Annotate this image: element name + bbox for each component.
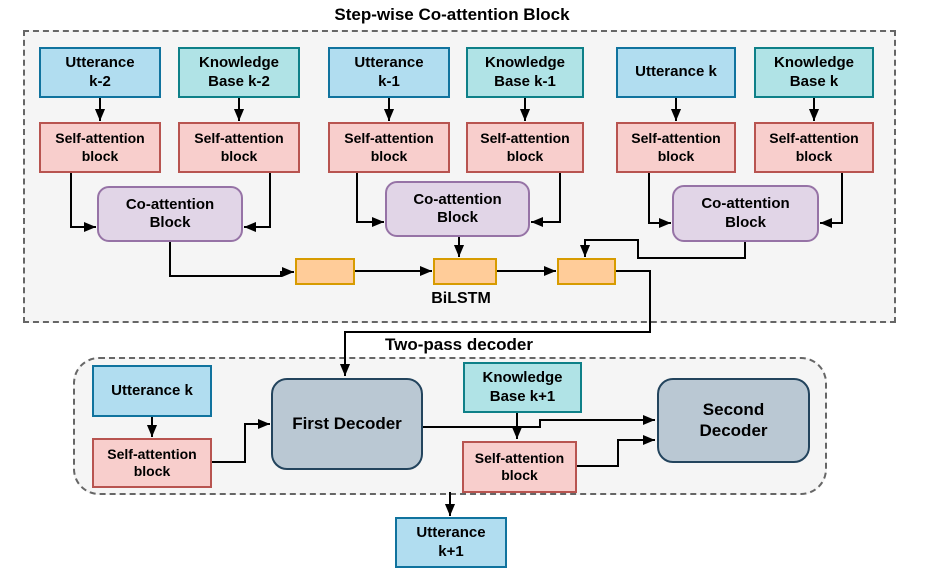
bilstm-cell-2	[433, 258, 497, 285]
knowledge-base-k-2-box: Knowledge Base k-2	[178, 47, 300, 98]
self-attention-block-decoder-2: Self-attention block	[462, 441, 577, 493]
co-attention-block-1: Co-attention Block	[97, 186, 243, 242]
self-attention-block-6: Self-attention block	[754, 122, 874, 173]
utterance-k-decoder-box: Utterance k	[92, 365, 212, 417]
bilstm-cell-1	[295, 258, 355, 285]
bilstm-cell-3	[557, 258, 616, 285]
self-attention-block-5: Self-attention block	[616, 122, 736, 173]
twopass-title: Two-pass decoder	[385, 335, 533, 354]
utterance-k-plus-1-box: Utterance k+1	[395, 517, 507, 568]
second-decoder-box: Second Decoder	[657, 378, 810, 463]
utterance-k-1-box: Utterance k-1	[328, 47, 450, 98]
self-attention-block-1: Self-attention block	[39, 122, 161, 173]
first-decoder-box: First Decoder	[271, 378, 423, 470]
self-attention-block-decoder-1: Self-attention block	[92, 438, 212, 488]
utterance-k-2-box: Utterance k-2	[39, 47, 161, 98]
knowledge-base-k-plus-1-box: Knowledge Base k+1	[463, 362, 582, 413]
stepwise-title: Step-wise Co-attention Block	[334, 5, 570, 24]
self-attention-block-3: Self-attention block	[328, 122, 450, 173]
self-attention-block-2: Self-attention block	[178, 122, 300, 173]
co-attention-block-3: Co-attention Block	[672, 185, 819, 242]
bilstm-label: BiLSTM	[431, 290, 491, 307]
knowledge-base-k-box: Knowledge Base k	[754, 47, 874, 98]
knowledge-base-k-1-box: Knowledge Base k-1	[466, 47, 584, 98]
self-attention-block-4: Self-attention block	[466, 122, 584, 173]
co-attention-block-2: Co-attention Block	[385, 181, 530, 237]
utterance-k-box: Utterance k	[616, 47, 736, 98]
